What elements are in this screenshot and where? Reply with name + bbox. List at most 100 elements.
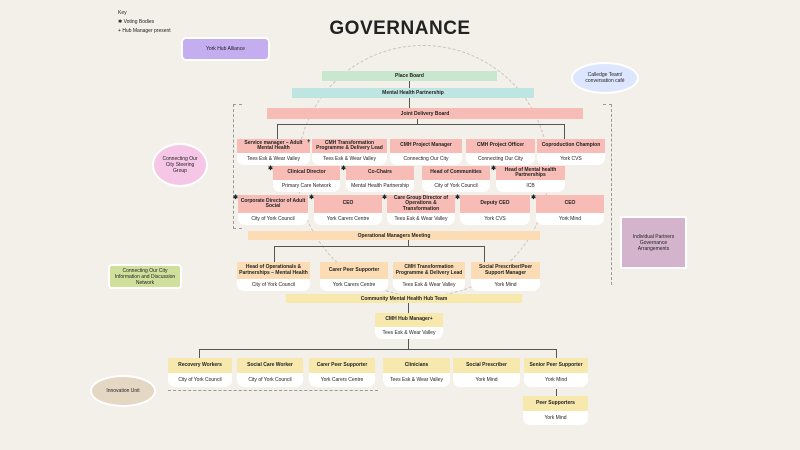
- key-label: Key: [118, 10, 127, 16]
- connector: [408, 339, 409, 349]
- connector: [277, 124, 564, 125]
- key-hub: Hub Manager present: [122, 28, 171, 34]
- role-label: Care Group Director of Operations & Tran…: [387, 195, 455, 213]
- individual-partners-governance[interactable]: Individual Partners Governance Arrangeme…: [620, 216, 687, 269]
- role-label: Corporate Director of Adult Social: [238, 195, 308, 213]
- org-label: York CVS: [484, 216, 506, 222]
- org-label: Tees Esk & Wear Valley: [323, 156, 376, 162]
- role-label: Clinicians: [383, 358, 450, 373]
- connector: [277, 125, 278, 139]
- org-label: York Mind: [558, 216, 582, 222]
- joint-delivery-board[interactable]: Joint Delivery Board: [267, 108, 583, 119]
- role-label: Head of Mental health Partnerships: [496, 166, 565, 180]
- innovation-unit[interactable]: Innovation Unit: [90, 375, 156, 407]
- jdb-bracket: [233, 104, 242, 229]
- org-label: Tees Esk & Wear Valley: [402, 282, 456, 288]
- org-label: Tees Esk & Wear Valley: [247, 156, 300, 162]
- role-label: CMH Hub Manager+: [375, 313, 443, 327]
- role-label: Social Prescriber: [453, 358, 520, 373]
- voting-icon: ✱: [455, 195, 461, 201]
- community-mental-health-hub-team[interactable]: Community Mental Health Hub Team: [286, 294, 522, 303]
- role-label: CMH Transformation Programme & Delivery …: [312, 139, 387, 153]
- org-label: City of York Council: [434, 183, 478, 189]
- connector: [556, 389, 557, 396]
- org-label: York Mind: [475, 377, 498, 383]
- council-dash: [168, 390, 378, 391]
- operational-managers-meeting[interactable]: Operational Managers Meeting: [248, 231, 540, 240]
- role-label: Head of Operationals & Partnerships – Me…: [237, 262, 310, 279]
- voting-icon: ✱: [309, 195, 315, 201]
- hub-manager-icon: +: [307, 139, 311, 145]
- voting-icon: ✱: [118, 19, 123, 25]
- role-label: Recovery Workers: [168, 358, 232, 373]
- cmh-hub-manager-box[interactable]: CMH Hub Manager+ Tees Esk & Wear Valley: [375, 313, 443, 339]
- org-label: City of York Council: [248, 377, 292, 383]
- steering-group[interactable]: Connecting Our City Steering Group: [152, 143, 208, 187]
- jdb-members-box[interactable]: CMH Transformation Programme & Delivery …: [307, 139, 387, 165]
- org-label: Connecting Our City: [477, 156, 524, 162]
- york-hub-alliance[interactable]: York Hub Alliance: [181, 37, 270, 61]
- org-label: ICB: [526, 183, 535, 189]
- org-label: Connecting Our City: [403, 156, 449, 162]
- page-title: GOVERNANCE: [329, 18, 471, 39]
- org-label: York Carers Centre: [320, 377, 364, 383]
- org-label: York Carers Centre: [326, 216, 370, 222]
- org-label: York Mind: [544, 377, 568, 383]
- role-label: Peer Supporters: [523, 396, 588, 411]
- role-label: CMH Project Manager: [390, 139, 462, 153]
- org-label: York Carers Centre: [332, 282, 376, 288]
- connector: [484, 246, 485, 262]
- role-label: Deputy CEO: [460, 195, 530, 213]
- mental-health-partnership[interactable]: Mental Health Partnership: [292, 88, 534, 98]
- jdb-members-box[interactable]: Care Group Director of Operations & Tran…: [382, 195, 455, 225]
- connector: [564, 124, 565, 139]
- role-label: Head of Communities: [422, 166, 490, 180]
- calledge-team[interactable]: Calledge Team/ conversation café: [571, 62, 639, 94]
- org-label: Tees Esk & Wear Valley: [382, 330, 436, 336]
- place-board[interactable]: Place Board: [322, 71, 497, 81]
- org-label: City of York Council: [178, 377, 222, 383]
- connector: [408, 240, 409, 246]
- role-label: CMH Project Officer: [466, 139, 535, 153]
- role-label: CEO: [314, 195, 382, 213]
- key: Key ✱ Voting Bodies + Hub Manager presen…: [118, 9, 171, 36]
- voting-icon: ✱: [233, 195, 239, 201]
- role-label: Carer Peer Supporter: [309, 358, 375, 373]
- omm-members-box[interactable]: CMH Transformation Programme & Delivery …: [393, 262, 465, 291]
- connector: [274, 246, 275, 262]
- org-label: Primary Care Network: [281, 183, 332, 189]
- role-label: CEO: [536, 195, 604, 213]
- key-voting: Voting Bodies: [123, 19, 155, 25]
- role-label: Service manager – Adult Mental Health: [237, 139, 310, 153]
- information-network[interactable]: Connecting Our City Information and Disc…: [108, 264, 182, 289]
- org-label: City of York Council: [251, 282, 296, 288]
- role-label: Social Care Worker: [237, 358, 303, 373]
- role-label: CMH Transformation Programme & Delivery …: [393, 262, 465, 279]
- role-label: Coproduction Champion: [537, 139, 605, 153]
- org-label: York Mind: [544, 415, 567, 421]
- jdb-members-box[interactable]: CEO York Carers Centre ✱: [309, 195, 382, 225]
- omm-members-box[interactable]: Head of Operationals & Partnerships – Me…: [237, 262, 310, 291]
- jdb-members-box[interactable]: Deputy CEO York CVS ✱: [455, 195, 530, 225]
- org-label: York CVS: [560, 156, 582, 162]
- connector: [417, 119, 418, 125]
